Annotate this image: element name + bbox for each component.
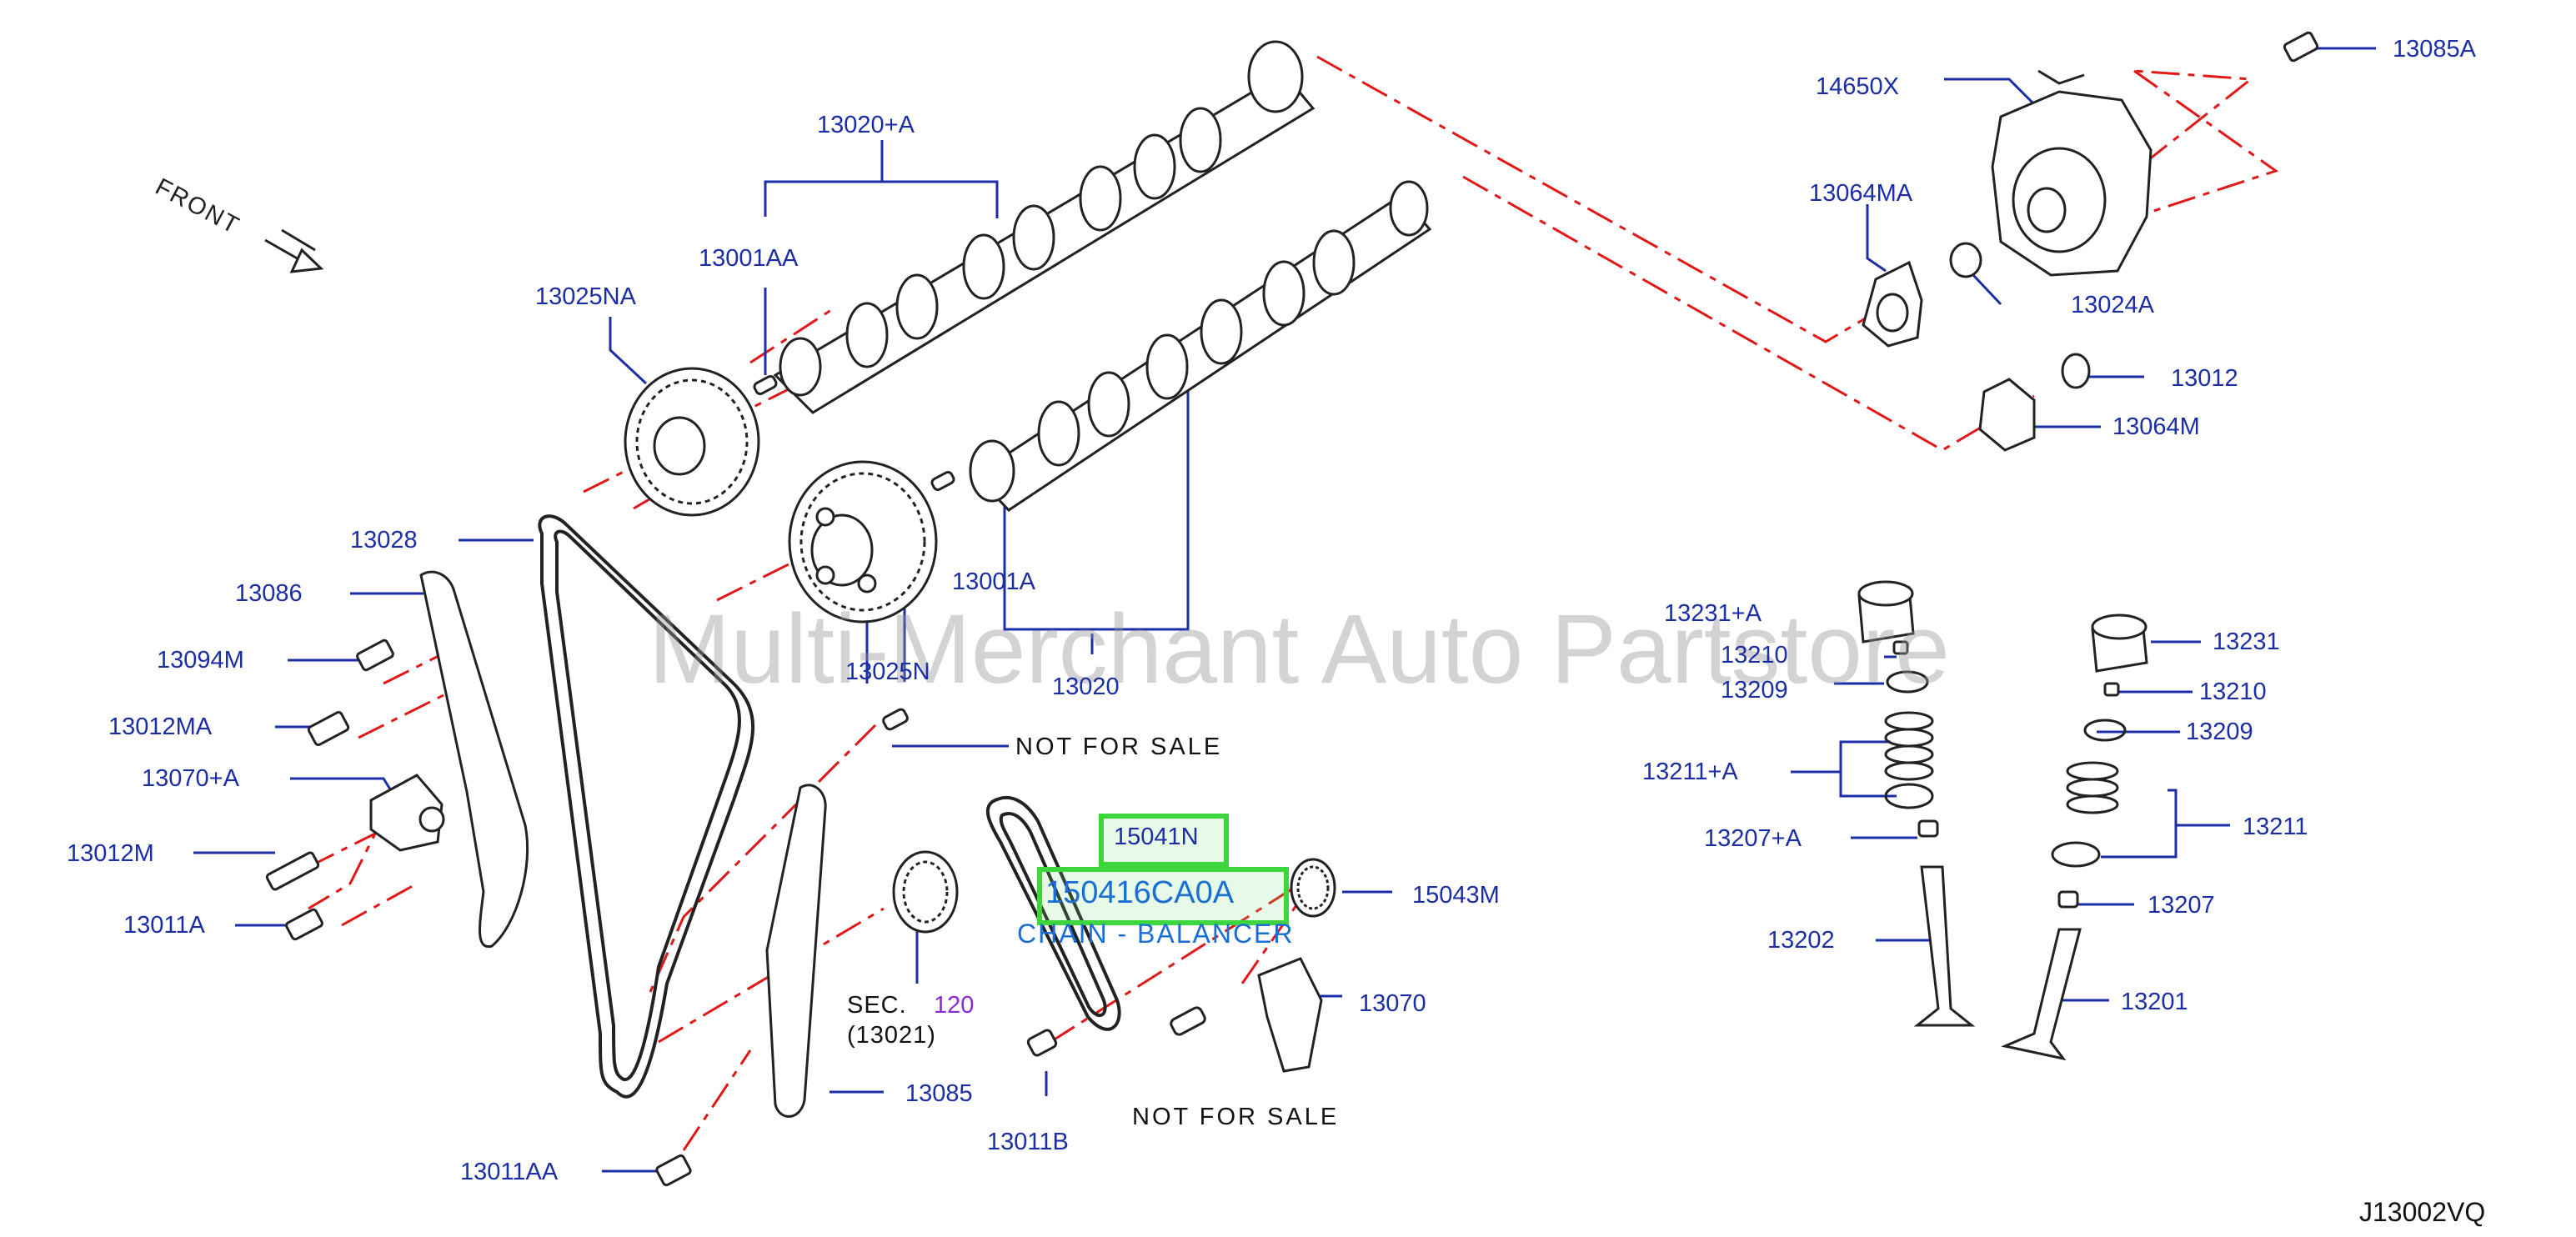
timing-chain-icon — [538, 514, 754, 1099]
part-label-13012[interactable]: 13012 — [2171, 365, 2238, 392]
part-label-13207[interactable]: 13207 — [2148, 892, 2215, 919]
sprocket-icon — [892, 850, 959, 934]
timing-chain-icon — [985, 796, 1121, 1031]
sprocket-icon — [788, 460, 938, 624]
part-label-13011aa[interactable]: 13011AA — [460, 1159, 559, 1185]
dowel-pin-icon — [753, 374, 955, 492]
valve-lifter-icon — [1857, 580, 2148, 673]
part-label-13211a[interactable]: 13211+A — [1642, 759, 1738, 785]
part-label-13210[interactable]: 13210 — [1721, 642, 1788, 669]
part-label-13012m[interactable]: 13012M — [67, 840, 154, 867]
watermark: Multi-Merchant Auto Partstore — [649, 594, 1950, 704]
part-label-13207a[interactable]: 13207+A — [1704, 825, 1802, 852]
part-label-15043m[interactable]: 15043M — [1412, 882, 1500, 909]
part-label-13231a[interactable]: 13231+A — [1664, 600, 1762, 627]
part-label-13070a[interactable]: 13070+A — [142, 765, 239, 792]
part-label-13201[interactable]: 13201 — [2121, 989, 2188, 1015]
part-label-13028[interactable]: 13028 — [350, 527, 418, 553]
part-label-13094m[interactable]: 13094M — [157, 647, 244, 674]
part-label-13025na[interactable]: 13025NA — [535, 283, 636, 310]
tensioner-icon — [369, 774, 1323, 1073]
part-label-13020a[interactable]: 13020+A — [817, 112, 915, 138]
not-for-sale-note: NOT FOR SALE — [1015, 734, 1223, 760]
part-label-13011a[interactable]: 13011A — [123, 912, 205, 939]
section-number-link[interactable]: 120 — [934, 992, 975, 1019]
section-label: SEC. — [847, 992, 907, 1019]
highlighted-part-number[interactable]: 15041N — [1114, 824, 1199, 850]
part-label-13011b[interactable]: 13011B — [987, 1129, 1069, 1155]
not-for-sale-note: NOT FOR SALE — [1132, 1104, 1340, 1130]
part-label-13070[interactable]: 13070 — [1359, 990, 1426, 1017]
part-label-13210[interactable]: 13210 — [2199, 679, 2267, 705]
sprocket-icon — [624, 367, 760, 517]
part-label-13064m[interactable]: 13064M — [2112, 413, 2200, 440]
highlighted-part-description: CHAIN - BALANCER — [1017, 919, 1295, 949]
sprocket-icon — [1290, 858, 1336, 918]
diagram-code: J13002VQ — [2359, 1197, 2486, 1227]
camshaft-icon — [773, 40, 1316, 414]
camshaft-icon — [969, 180, 1432, 512]
part-label-13209[interactable]: 13209 — [1721, 677, 1788, 704]
part-label-13020[interactable]: 13020 — [1052, 674, 1120, 700]
part-label-13025n[interactable]: 13025N — [845, 659, 930, 685]
part-label-13012ma[interactable]: 13012MA — [108, 714, 213, 740]
part-label-14650x[interactable]: 14650X — [1816, 73, 1899, 100]
bolt-icon — [265, 31, 2319, 1187]
highlighted-part-number[interactable]: 150416CA0A — [1045, 875, 1235, 910]
part-label-13001a[interactable]: 13001A — [952, 568, 1035, 595]
part-label-13024a[interactable]: 13024A — [2071, 292, 2154, 318]
part-label-13231[interactable]: 13231 — [2213, 629, 2280, 655]
front-arrow-icon — [264, 228, 324, 273]
section-sub-label: (13021) — [847, 1022, 936, 1049]
valve-keeper-icon — [1892, 640, 2120, 697]
highlight-box[interactable] — [1037, 867, 1289, 925]
part-label-13211[interactable]: 13211 — [2243, 814, 2308, 840]
part-label-13209[interactable]: 13209 — [2186, 719, 2253, 745]
part-label-13202[interactable]: 13202 — [1767, 927, 1835, 954]
valve-spring-icon — [1884, 670, 2127, 868]
part-label-13001aa[interactable]: 13001AA — [699, 245, 799, 272]
part-label-13085[interactable]: 13085 — [905, 1080, 973, 1107]
vacuum-pump-icon — [1862, 69, 2153, 452]
valve-icon — [1913, 819, 2082, 1061]
part-label-13085a[interactable]: 13085A — [2393, 36, 2476, 63]
part-label-13064ma[interactable]: 13064MA — [1809, 180, 1913, 207]
chain-guide-icon — [419, 570, 827, 1118]
part-label-13086[interactable]: 13086 — [235, 580, 303, 607]
highlight-box[interactable] — [1099, 814, 1229, 867]
